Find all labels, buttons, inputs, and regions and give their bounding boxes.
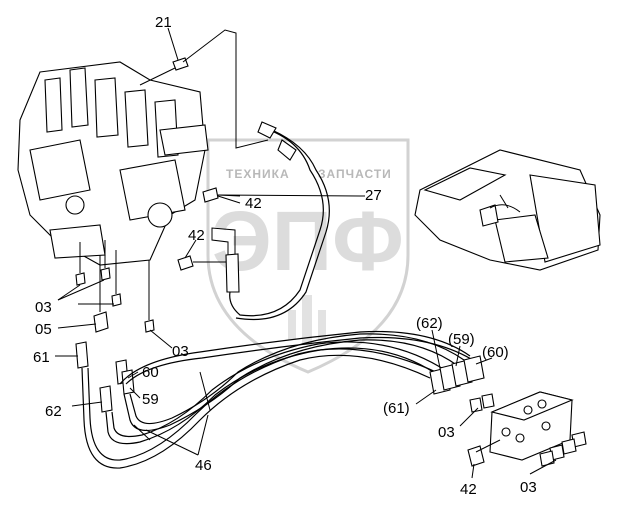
callout-62-paren: (62) xyxy=(416,315,443,332)
callout-62: 62 xyxy=(45,403,62,420)
watermark: ТЕХНИКА ЗАПЧАСТИ ЭПФ xyxy=(206,138,410,374)
fittings-03-left xyxy=(75,267,155,333)
watermark-top-right: ЗАПЧАСТИ xyxy=(318,167,392,181)
callout-42-middle: 42 xyxy=(188,227,205,244)
callout-59: 59 xyxy=(142,391,159,408)
callout-03-left: 03 xyxy=(35,299,52,316)
callout-05: 05 xyxy=(35,321,52,338)
hoses-46 xyxy=(75,330,477,469)
watermark-wheat-icon xyxy=(288,295,326,345)
callout-59-paren: (59) xyxy=(448,331,475,348)
callout-03-lower: 03 xyxy=(520,479,537,496)
callout-61-paren: (61) xyxy=(383,400,410,417)
pilot-valve-block xyxy=(467,391,587,467)
control-valve-block xyxy=(17,61,209,266)
callout-03-mid: 03 xyxy=(172,343,189,360)
callout-61: 61 xyxy=(33,349,50,366)
watermark-top-left: ТЕХНИКА xyxy=(226,167,290,181)
fitting-05 xyxy=(93,311,109,333)
callout-60: 60 xyxy=(142,364,159,381)
callout-42-lower: 42 xyxy=(460,481,477,498)
callout-27: 27 xyxy=(365,187,382,204)
callout-60-paren: (60) xyxy=(482,344,509,361)
leader-lines xyxy=(55,27,557,479)
callout-21: 21 xyxy=(155,14,172,31)
fitting-42-upper xyxy=(202,187,219,203)
callout-labels: 21 27 42 42 03 05 03 61 60 59 62 46 (62)… xyxy=(33,14,537,498)
callout-03-right: 03 xyxy=(438,424,455,441)
callout-42-upper: 42 xyxy=(245,195,262,212)
excavator-cab xyxy=(414,149,601,271)
callout-46: 46 xyxy=(195,457,212,474)
watermark-letters: ЭПФ xyxy=(212,194,404,288)
